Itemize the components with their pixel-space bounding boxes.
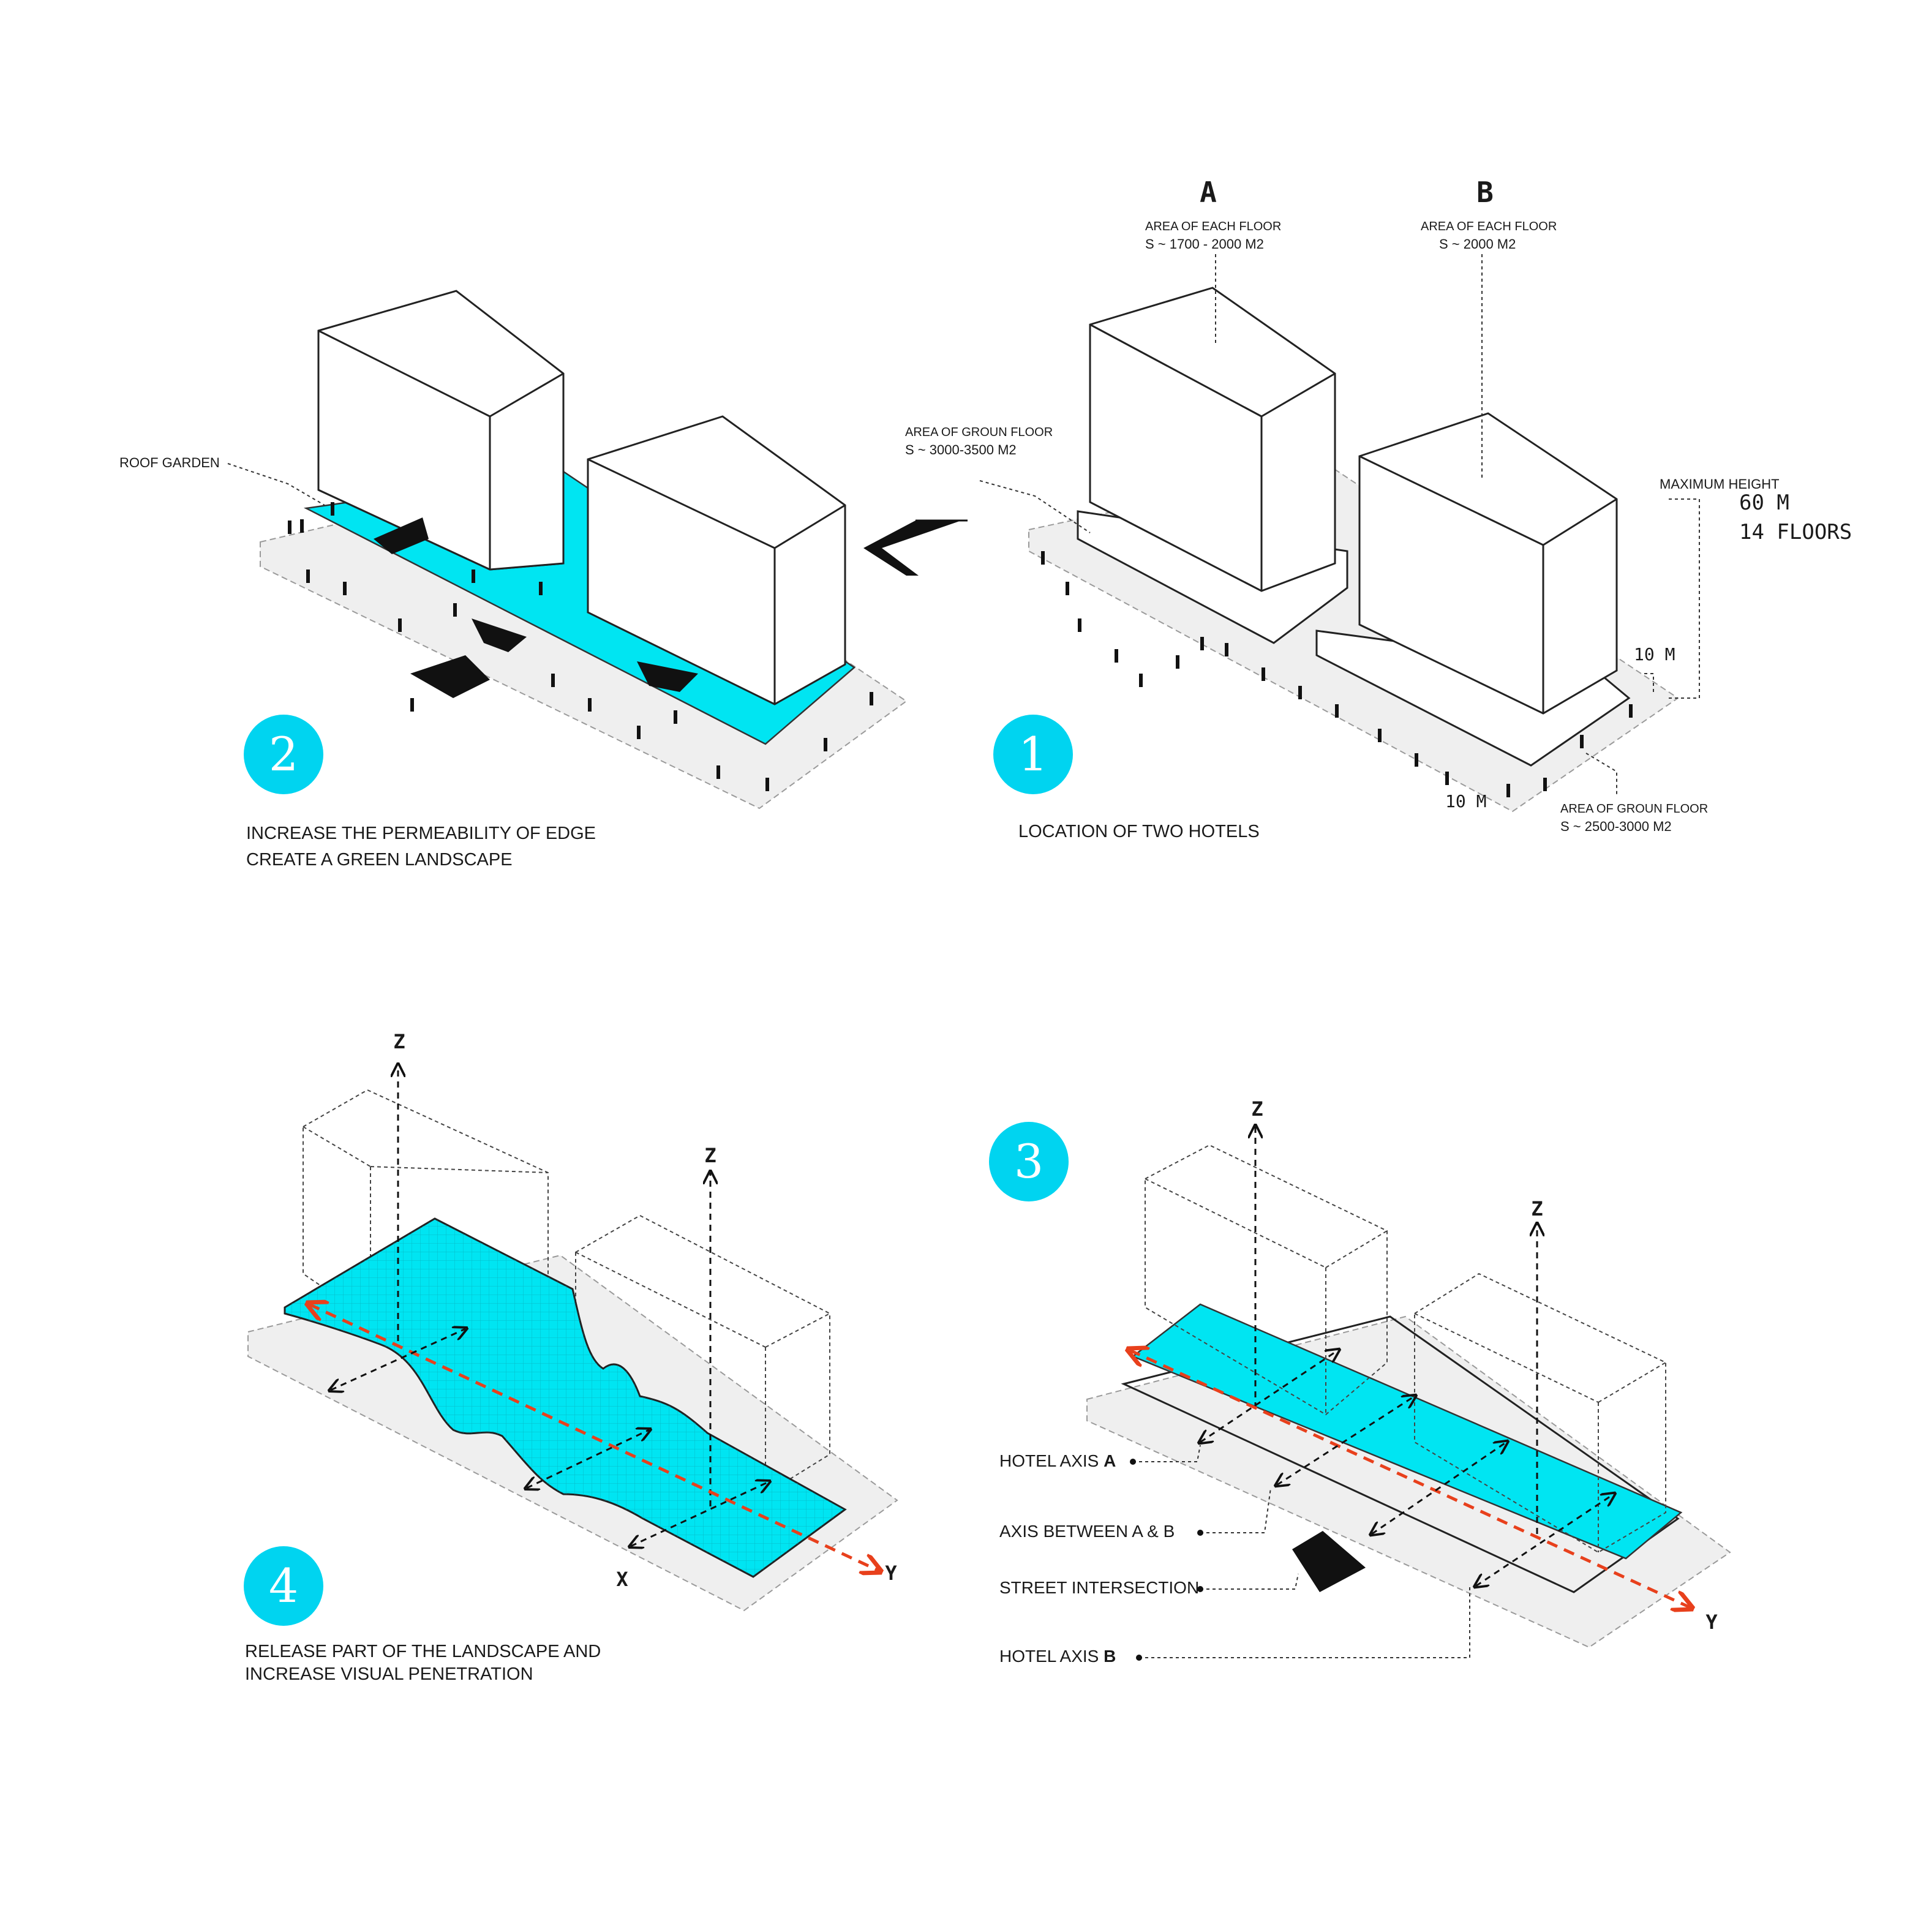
panel4-x-axis-1 bbox=[331, 1329, 465, 1390]
panel3-street-arrow bbox=[1292, 1531, 1366, 1592]
panel3-z1-label: Z bbox=[1251, 1097, 1263, 1121]
panel2-number: 2 bbox=[269, 727, 298, 781]
panel2-building-b bbox=[587, 415, 846, 705]
panel4-z1-label: Z bbox=[393, 1030, 405, 1053]
panel1-number-badge bbox=[993, 715, 1073, 794]
panel3-legend-item-2: STREET INTERSECTION bbox=[999, 1578, 1199, 1597]
panel1-dim-height: 10 M bbox=[1634, 644, 1675, 664]
panel1-people bbox=[1041, 551, 1633, 797]
panel1-max-height-title: MAXIMUM HEIGHT bbox=[1660, 476, 1780, 492]
panel1-ground-b-line1: AREA OF GROUN FLOOR bbox=[1560, 802, 1708, 816]
panel1-label-b: B bbox=[1476, 176, 1494, 209]
panel3-legend-item-0: HOTEL AXIS A bbox=[999, 1451, 1116, 1470]
panel4-x-label: X bbox=[616, 1568, 628, 1591]
panel3-z2-label: Z bbox=[1531, 1197, 1543, 1220]
panel4-x-axis-3 bbox=[631, 1482, 769, 1546]
panel-2: ROOF GARDEN 2 INCREASE THE PERMEABILITY … bbox=[119, 290, 968, 870]
panel-1: A B AREA OF EACH FLOOR S ~ 1700 - 2000 M… bbox=[905, 176, 1852, 841]
panel1-dim-width: 10 M bbox=[1445, 791, 1486, 811]
panel1-b-area-line1: AREA OF EACH FLOOR bbox=[1421, 220, 1557, 233]
panel4-z2-label: Z bbox=[704, 1144, 716, 1167]
panel3-number: 3 bbox=[1014, 1134, 1043, 1189]
panel1-number: 1 bbox=[1018, 727, 1048, 781]
panel4-caption-line1: RELEASE PART OF THE LANDSCAPE AND bbox=[245, 1642, 601, 1661]
panel4-x-axis-2 bbox=[527, 1430, 649, 1488]
panel2-number-badge bbox=[244, 715, 323, 794]
panel1-ground-a-line1: AREA OF GROUN FLOOR bbox=[905, 426, 1053, 439]
panel1-ground-a-line2: S ~ 3000-3500 M2 bbox=[905, 442, 1017, 457]
panel3-legend: HOTEL AXIS A AXIS BETWEEN A & B STREET I… bbox=[999, 1445, 1470, 1666]
panel1-tower-a bbox=[1089, 287, 1336, 592]
panel1-a-area-line1: AREA OF EACH FLOOR bbox=[1145, 220, 1281, 233]
panel1-ground-a-leader bbox=[979, 480, 1091, 533]
panel4-number-badge bbox=[244, 1546, 323, 1626]
panel2-entry-arrow-3 bbox=[637, 661, 698, 692]
panel4-number: 4 bbox=[269, 1558, 298, 1613]
panel2-entry-arrow-2 bbox=[472, 618, 527, 652]
panel2-chevron-icon bbox=[863, 521, 961, 576]
panel4-y-label: Y bbox=[885, 1562, 897, 1585]
panel3-number-badge bbox=[989, 1122, 1069, 1201]
panel2-caption-line2: CREATE A GREEN LANDSCAPE bbox=[246, 850, 513, 870]
panel3-legend-item-1: AXIS BETWEEN A & B bbox=[999, 1522, 1175, 1541]
panel1-height-dimension bbox=[1666, 498, 1700, 699]
panel2-people bbox=[288, 502, 873, 791]
panel1-a-area-line2: S ~ 1700 - 2000 M2 bbox=[1145, 236, 1264, 252]
panel3-axis-street bbox=[1372, 1442, 1506, 1534]
panel2-entry-arrow-1 bbox=[374, 517, 429, 554]
panel3-axis-hotel-b bbox=[1476, 1494, 1614, 1586]
panel1-b-area-line2: S ~ 2000 M2 bbox=[1439, 236, 1516, 252]
panel1-caption: LOCATION OF TWO HOTELS bbox=[1018, 822, 1260, 841]
panel3-axis-hotel-a bbox=[1200, 1350, 1338, 1442]
panel4-caption-line2: INCREASE VISUAL PENETRATION bbox=[245, 1664, 533, 1684]
panel2-roof-garden-leader bbox=[227, 463, 325, 506]
panel2-roof-garden-label: ROOF GARDEN bbox=[119, 455, 220, 470]
panel1-max-height-floors: 14 FLOORS bbox=[1739, 520, 1852, 544]
panel2-caption-line1: INCREASE THE PERMEABILITY OF EDGE bbox=[246, 824, 596, 843]
panel3-legend-item-3: HOTEL AXIS B bbox=[999, 1647, 1116, 1666]
panel-4: Z Z X Y 4 RELEASE PART OF THE LANDSCAPE … bbox=[244, 1030, 898, 1684]
panel3-y-label: Y bbox=[1705, 1611, 1718, 1634]
panel1-ground-b-line2: S ~ 2500-3000 M2 bbox=[1560, 819, 1672, 834]
panel1-max-height-value: 60 M bbox=[1739, 491, 1789, 515]
panel1-label-a: A bbox=[1200, 176, 1217, 209]
panel1-tower-b bbox=[1358, 412, 1618, 715]
panel2-street-arrow bbox=[410, 655, 490, 698]
panel3-axis-between bbox=[1277, 1396, 1415, 1485]
panel-3: Z Z Y HOTEL AXIS A AXIS BETWEEN A & B ST… bbox=[989, 1097, 1731, 1666]
panel1-ground-b-leader bbox=[1585, 753, 1617, 796]
